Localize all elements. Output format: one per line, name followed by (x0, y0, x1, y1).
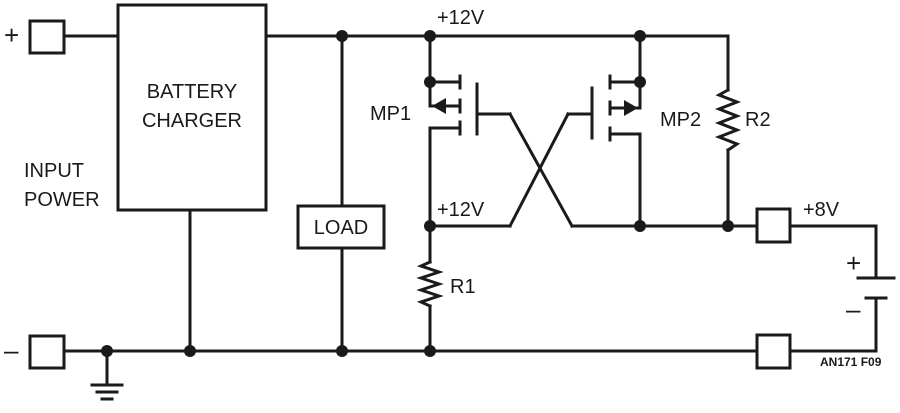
mp2-arrow-icon (624, 100, 638, 116)
r2-resistor (714, 87, 742, 153)
top-rail-voltage-label: +12V (437, 7, 485, 29)
input-minus-sign: – (4, 335, 19, 365)
input-power-label-line1: INPUT (24, 160, 84, 182)
output-minus-terminal (755, 333, 792, 370)
battery-plus-sign: + (846, 248, 861, 278)
battery-cell (856, 276, 896, 300)
input-plus-sign: + (4, 20, 19, 50)
r1-resistor (416, 260, 444, 308)
load-block (296, 204, 386, 250)
mp2-transistor (590, 74, 638, 142)
r1-label: R1 (450, 276, 476, 298)
r2-label: R2 (745, 109, 771, 131)
mp1-label: MP1 (370, 103, 411, 125)
input-power-label-line2: POWER (24, 189, 100, 211)
charger-label-line1: BATTERY (147, 81, 237, 103)
output-voltage-label: +8V (803, 199, 840, 221)
figure-code-label: AN171 F09 (820, 355, 882, 369)
charger-label-line2: CHARGER (142, 110, 242, 132)
output-plus-terminal (755, 207, 792, 244)
junction-dots (101, 30, 734, 357)
mp1-arrow-icon (432, 98, 446, 114)
input-minus-terminal (28, 334, 66, 370)
load-label: LOAD (314, 217, 368, 239)
input-plus-terminal (28, 19, 66, 55)
mp2-label: MP2 (660, 109, 701, 131)
mid-node-voltage-label: +12V (437, 199, 485, 221)
ground-icon (90, 383, 124, 401)
mp1-transistor (432, 74, 479, 136)
battery-minus-sign: – (846, 294, 861, 324)
battery-charger-block (116, 3, 268, 212)
wires (62, 34, 878, 387)
